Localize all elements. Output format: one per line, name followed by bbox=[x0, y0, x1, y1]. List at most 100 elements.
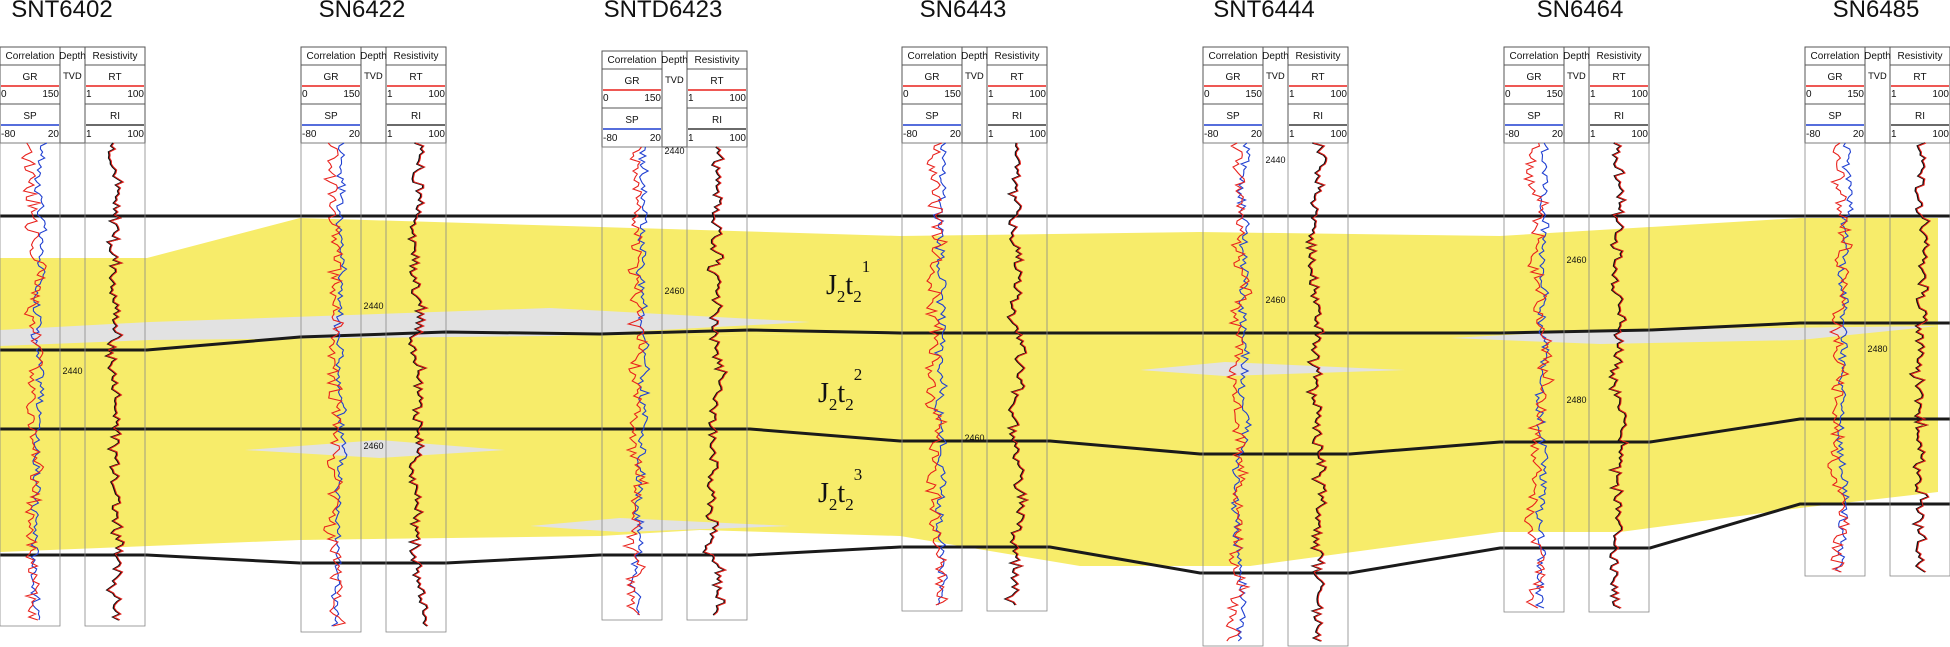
depth-header-label: Depth bbox=[1563, 51, 1590, 62]
depth-label: 2480 bbox=[1566, 395, 1586, 405]
depth-label: 2460 bbox=[363, 441, 383, 451]
correlation-track bbox=[601, 146, 663, 621]
rt-scale-min: 1 bbox=[1891, 89, 1897, 100]
ri-curve-name: RI bbox=[1915, 111, 1925, 122]
depth-label: 2460 bbox=[1566, 255, 1586, 265]
tvd-label: TVD bbox=[964, 72, 984, 82]
depth-label: 2480 bbox=[1867, 344, 1887, 354]
sp-scale-min: -80 bbox=[1, 129, 16, 140]
correlation-track bbox=[1804, 142, 1866, 577]
gr-curve bbox=[323, 142, 347, 627]
well-name: SNT6402 bbox=[11, 0, 112, 23]
mudstone-lens bbox=[1450, 326, 1938, 344]
gr-curve bbox=[1827, 142, 1853, 573]
correlation-header-label: Correlation bbox=[608, 55, 657, 66]
ri-curve-name: RI bbox=[1012, 111, 1022, 122]
gr-scale-min: 0 bbox=[903, 89, 909, 100]
correlation-track bbox=[1202, 142, 1264, 647]
sp-curve-name: SP bbox=[324, 111, 338, 122]
rt-curve-name: RT bbox=[108, 72, 121, 83]
resistivity-header-label: Resistivity bbox=[694, 55, 739, 66]
gr-curve bbox=[20, 142, 47, 621]
tvd-label: TVD bbox=[1867, 72, 1887, 82]
ri-curve-name: RI bbox=[110, 111, 120, 122]
formation-label-j2t2-3: J2t23 bbox=[818, 465, 862, 514]
formation-labels: J2t21 J2t22 J2t23 bbox=[818, 257, 870, 514]
ri-scale-min: 1 bbox=[86, 129, 92, 140]
resistivity-header-label: Resistivity bbox=[393, 51, 438, 62]
mudstone-lens bbox=[0, 308, 810, 346]
rt-scale-min: 1 bbox=[1289, 89, 1295, 100]
rt-scale-max: 100 bbox=[428, 89, 445, 100]
correlation-header-label: Correlation bbox=[1209, 51, 1258, 62]
gr-curve-name: GR bbox=[23, 72, 38, 83]
well-name: SN6464 bbox=[1537, 0, 1624, 23]
gr-curve bbox=[924, 142, 949, 606]
depth-label: 2440 bbox=[664, 146, 684, 156]
rt-curve-name: RT bbox=[409, 72, 422, 83]
ri-scale-max: 100 bbox=[1932, 129, 1949, 140]
sp-curve bbox=[629, 146, 651, 616]
gr-curve-name: GR bbox=[1527, 72, 1542, 83]
well-name: SNTD6423 bbox=[604, 0, 723, 23]
ri-scale-max: 100 bbox=[1029, 129, 1046, 140]
tvd-label: TVD bbox=[363, 72, 383, 82]
gr-scale-min: 0 bbox=[302, 89, 308, 100]
well-name: SNT6444 bbox=[1213, 0, 1314, 23]
rt-curve bbox=[408, 142, 429, 627]
gr-scale-min: 0 bbox=[1806, 89, 1812, 100]
ri-scale-min: 1 bbox=[988, 129, 994, 140]
tvd-label: TVD bbox=[62, 72, 82, 82]
resistivity-header-label: Resistivity bbox=[1295, 51, 1340, 62]
rt-scale-max: 100 bbox=[1631, 89, 1648, 100]
rt-curve-name: RT bbox=[710, 76, 723, 87]
gr-curve-name: GR bbox=[324, 72, 339, 83]
ri-curve-name: RI bbox=[712, 115, 722, 126]
sand-body-lower bbox=[0, 322, 1938, 566]
rt-curve bbox=[1005, 142, 1030, 606]
gr-scale-max: 150 bbox=[944, 89, 961, 100]
sp-scale-max: 20 bbox=[48, 129, 60, 140]
depth-label: 2460 bbox=[664, 286, 684, 296]
rt-curve-name: RT bbox=[1913, 72, 1926, 83]
gr-curve-name: GR bbox=[1828, 72, 1843, 83]
sp-scale-min: -80 bbox=[903, 129, 918, 140]
depth-header-label: Depth bbox=[1864, 51, 1891, 62]
ri-curve-name: RI bbox=[411, 111, 421, 122]
gr-scale-min: 0 bbox=[603, 93, 609, 104]
resistivity-track bbox=[1287, 142, 1349, 647]
tvd-label: TVD bbox=[1566, 72, 1586, 82]
rt-scale-max: 100 bbox=[729, 93, 746, 104]
sp-scale-min: -80 bbox=[603, 133, 618, 144]
depth-label: 2440 bbox=[363, 301, 383, 311]
correlation-track bbox=[0, 142, 61, 627]
gr-scale-min: 0 bbox=[1, 89, 7, 100]
depth-label: 2440 bbox=[1265, 155, 1285, 165]
formation-label-j2t2-2: J2t22 bbox=[818, 365, 862, 414]
rt-curve bbox=[1306, 142, 1328, 642]
ri-curve bbox=[702, 146, 728, 616]
ri-scale-max: 100 bbox=[1631, 129, 1648, 140]
rt-curve bbox=[1609, 142, 1630, 609]
ri-curve-name: RI bbox=[1313, 111, 1323, 122]
depth-header-label: Depth bbox=[661, 55, 688, 66]
ri-curve bbox=[1908, 142, 1931, 573]
sp-scale-max: 20 bbox=[950, 129, 962, 140]
sp-scale-max: 20 bbox=[1251, 129, 1263, 140]
rt-scale-max: 100 bbox=[1932, 89, 1949, 100]
gr-curve-name: GR bbox=[625, 76, 640, 87]
sp-scale-min: -80 bbox=[302, 129, 317, 140]
resistivity-header-label: Resistivity bbox=[1596, 51, 1641, 62]
tvd-label: TVD bbox=[664, 76, 684, 86]
rt-curve-name: RT bbox=[1010, 72, 1023, 83]
sp-curve-name: SP bbox=[23, 111, 37, 122]
rt-curve bbox=[105, 142, 126, 621]
mudstone-lens bbox=[1140, 362, 1405, 376]
resistivity-track bbox=[84, 142, 146, 627]
